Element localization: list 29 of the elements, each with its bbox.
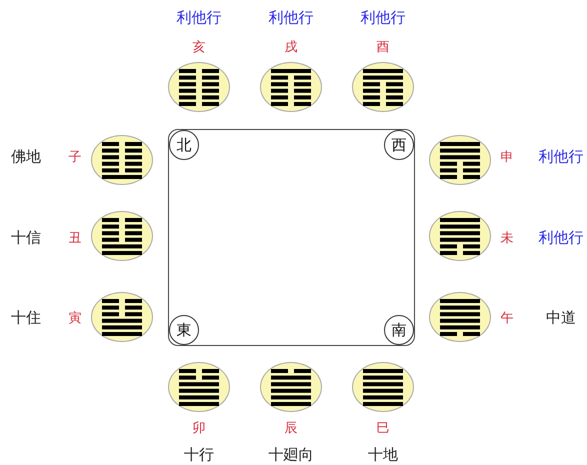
direction-circle: 南 (384, 315, 414, 345)
stage-label: 利他行 (176, 8, 222, 28)
stage-label: 利他行 (538, 148, 584, 166)
stage-label: 利他行 (268, 8, 314, 28)
branch-label: 午 (500, 310, 514, 327)
stage-label: 十行 (184, 446, 214, 464)
branch-label: 申 (500, 149, 514, 166)
branch-label: 寅 (68, 310, 82, 327)
branch-label: 子 (68, 149, 82, 166)
direction-circle: 西 (384, 130, 414, 160)
stage-label: 十廻向 (268, 446, 314, 464)
branch-label: 卯 (192, 420, 206, 437)
stage-label: 佛地 (11, 148, 41, 166)
branch-label: 巳 (376, 420, 390, 437)
stage-label: 中道 (546, 308, 576, 328)
stage-label: 十信 (11, 228, 41, 248)
branch-label: 亥 (192, 39, 206, 56)
branch-label: 辰 (284, 420, 298, 437)
stage-label: 利他行 (360, 8, 406, 28)
direction-circle: 北 (169, 130, 199, 160)
branch-label: 未 (500, 230, 514, 247)
branch-label: 酉 (376, 39, 390, 56)
branch-label: 丑 (68, 230, 82, 247)
direction-circle: 東 (169, 315, 199, 345)
branch-label: 戌 (284, 39, 298, 56)
square-frame (168, 129, 415, 346)
stage-label: 十住 (11, 308, 41, 328)
stage-label: 十地 (368, 446, 398, 464)
stage-label: 利他行 (538, 228, 584, 248)
